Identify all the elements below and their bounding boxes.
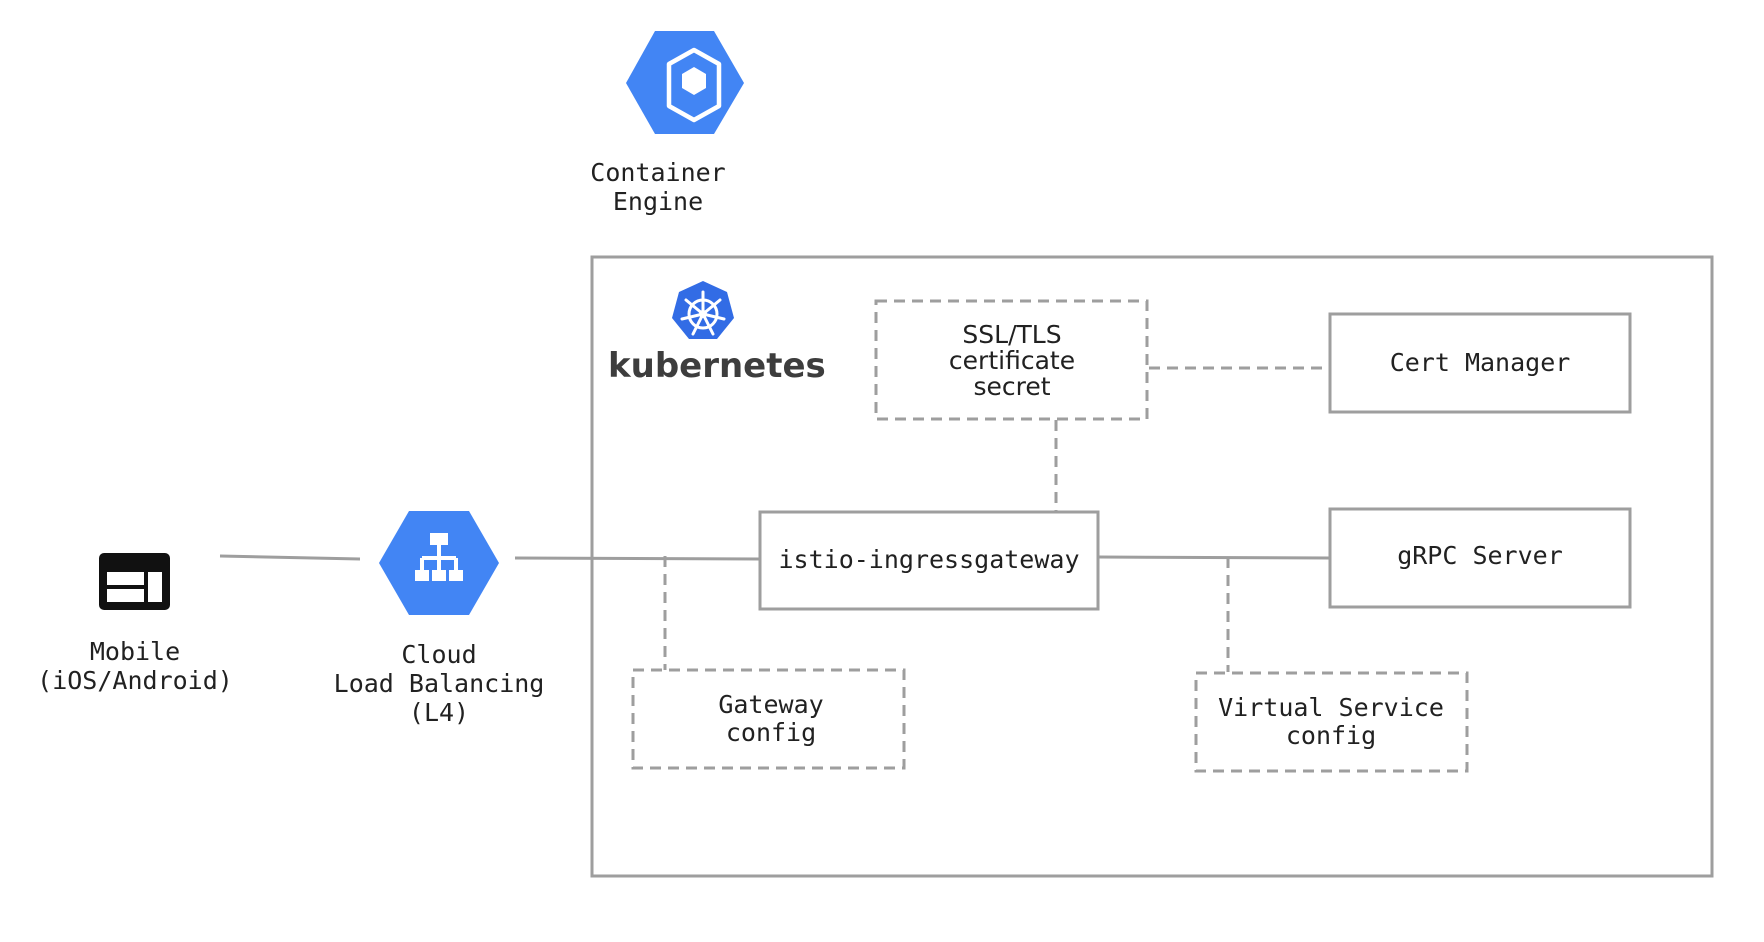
mobile-node: Mobile (iOS/Android)	[37, 553, 233, 695]
load-balancer-label-line3: (L4)	[409, 698, 469, 727]
virtual-service-label-line2: config	[1286, 721, 1376, 750]
load-balancer-label-line1: Cloud	[401, 640, 476, 669]
load-balancing-hexagon-icon	[379, 511, 499, 615]
load-balancer-label-line2: Load Balancing	[334, 669, 545, 698]
load-balancer-node: Cloud Load Balancing (L4)	[334, 511, 545, 727]
ssl-secret-label-line2: certificate	[949, 346, 1075, 375]
mobile-label-line1: Mobile	[90, 637, 180, 666]
gateway-config-label-line2: config	[726, 718, 816, 747]
ssl-tls-secret-box: SSL/TLS certificate secret	[874, 299, 1149, 421]
grpc-server-box: gRPC Server	[1328, 507, 1632, 609]
container-engine-hexagon-icon	[626, 31, 744, 134]
istio-ingressgateway-box: istio-ingressgateway	[758, 510, 1100, 611]
grpc-server-label: gRPC Server	[1397, 541, 1563, 570]
ssl-secret-label-line3: secret	[973, 372, 1050, 401]
container-engine-node: Container Engine	[590, 31, 744, 216]
ssl-secret-label-line1: SSL/TLS	[962, 320, 1061, 349]
virtual-service-config-box: Virtual Service config	[1194, 671, 1469, 773]
mobile-app-icon	[99, 553, 170, 610]
container-engine-label-line1: Container	[590, 158, 725, 187]
kubernetes-logo: kubernetes	[608, 281, 826, 386]
cert-manager-box: Cert Manager	[1328, 312, 1632, 414]
virtual-service-label-line1: Virtual Service	[1218, 693, 1444, 722]
kubernetes-cluster-frame	[590, 255, 1714, 878]
istio-ingressgateway-label: istio-ingressgateway	[778, 545, 1079, 574]
connector-load-balancer-to-ingress	[514, 556, 761, 561]
mobile-label-line2: (iOS/Android)	[37, 666, 233, 695]
kubernetes-helm-icon	[672, 281, 734, 339]
connector-ingress-to-grpc	[1097, 555, 1331, 560]
gateway-config-box: Gateway config	[631, 668, 906, 770]
kubernetes-wordmark: kubernetes	[608, 346, 826, 386]
connector-mobile-to-load-balancer	[219, 554, 361, 561]
gateway-config-label-line1: Gateway	[718, 690, 823, 719]
cert-manager-label: Cert Manager	[1390, 348, 1571, 377]
container-engine-label-line2: Engine	[613, 187, 703, 216]
